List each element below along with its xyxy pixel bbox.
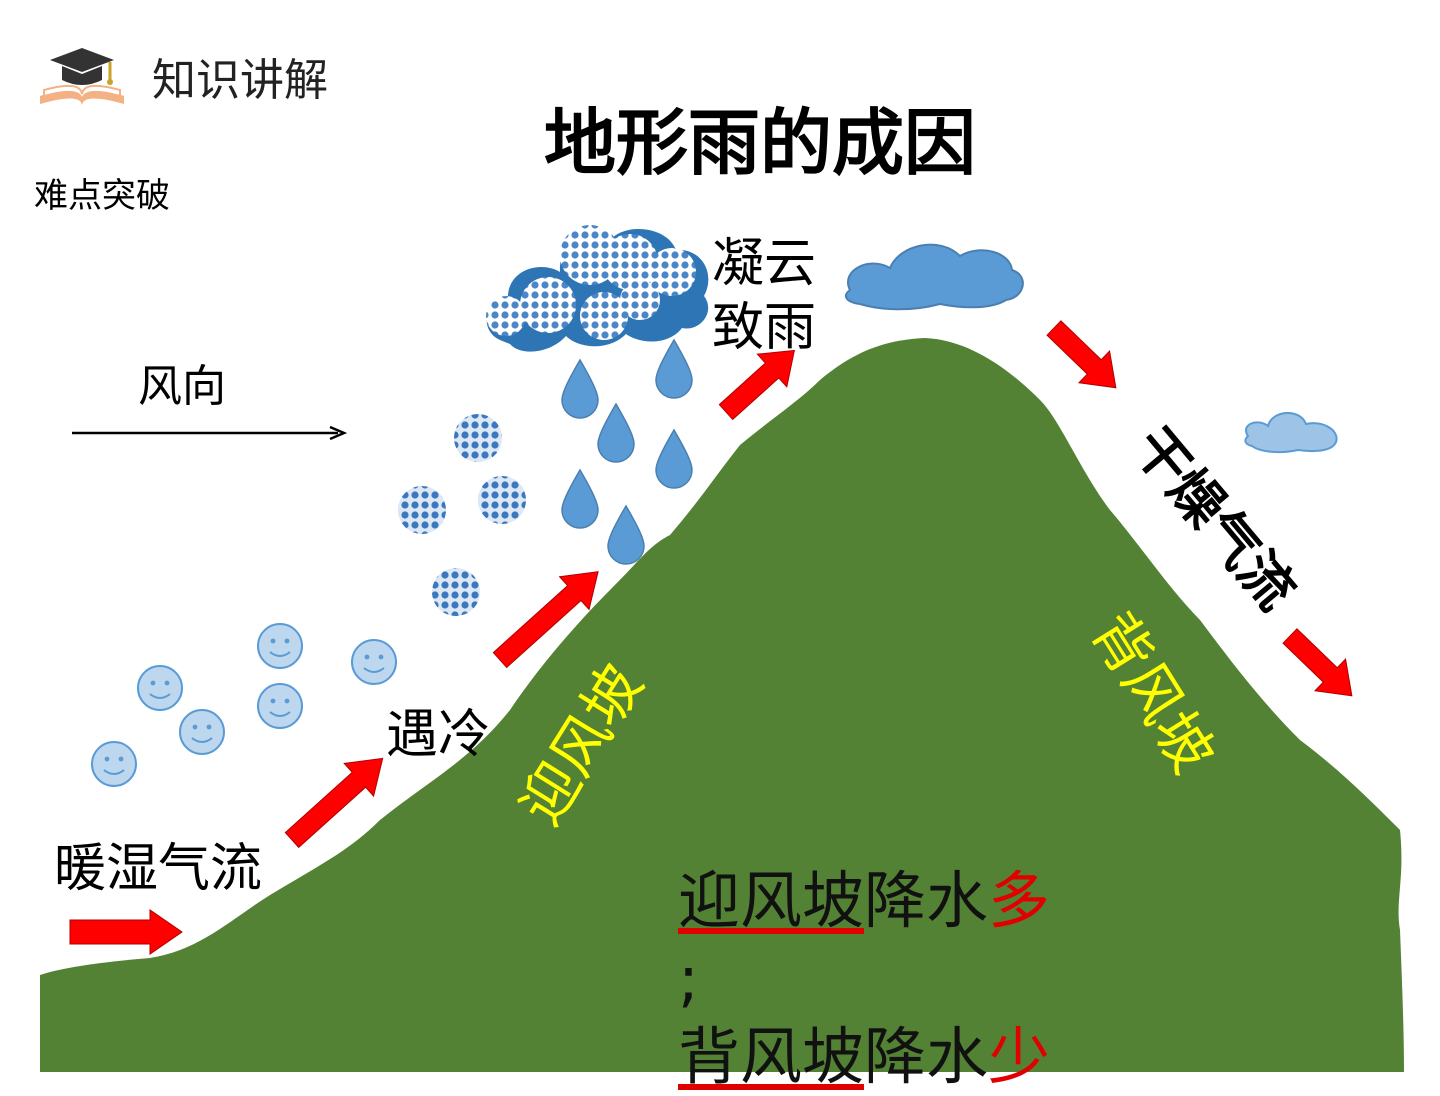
raindrop	[655, 338, 693, 399]
leeward-precip-text: 降水	[864, 1020, 989, 1093]
conclusion-leeward: 背风坡降水少	[678, 1018, 1098, 1096]
wind-direction-arrow	[72, 425, 348, 441]
windward-precip-text: 降水	[864, 864, 989, 937]
raindrop	[597, 402, 635, 463]
header-label: 知识讲解	[152, 55, 328, 106]
airflow-arrow-2	[284, 757, 384, 849]
page-title: 地形雨的成因	[543, 101, 976, 185]
cloud-large	[844, 243, 1024, 311]
raindrop	[561, 468, 599, 529]
water-vapor-face-icon	[91, 741, 137, 787]
windward-amount: 多	[988, 864, 1051, 937]
windward-term: 迎风坡	[678, 864, 865, 937]
raindrop	[655, 428, 693, 489]
cloud-small	[1244, 412, 1338, 454]
water-vapor-face-icon	[351, 639, 397, 685]
conclusion-windward: 迎风坡降水多	[678, 862, 1098, 940]
meet-cold-label: 遇冷	[386, 705, 491, 765]
rain-cloud-dots	[486, 225, 696, 340]
leeward-term: 背风坡	[678, 1020, 865, 1093]
graduation-cap-book-icon	[40, 48, 124, 106]
conclusion-text: 迎风坡降水多 ; 背风坡降水少	[678, 862, 1098, 1096]
raindrop	[561, 358, 599, 419]
condense-rain-label: 凝云 致雨	[712, 232, 832, 360]
condense-line-2: 致雨	[712, 298, 817, 358]
wind-direction-label: 风向	[138, 361, 226, 412]
airflow-arrow-1	[69, 909, 183, 955]
condensing-droplets	[398, 414, 526, 616]
warm-moist-flow-label: 暖湿气流	[54, 839, 263, 899]
subtitle: 难点突破	[34, 176, 170, 216]
airflow-arrow-5	[1046, 320, 1117, 389]
airflow-arrow-6	[1282, 628, 1353, 697]
water-vapor-face-icon	[257, 623, 303, 669]
water-vapor-face-icon	[137, 665, 183, 711]
water-vapor-face-icon	[179, 709, 225, 755]
raindrop	[607, 504, 645, 565]
leeward-amount: 少	[988, 1020, 1051, 1093]
airflow-arrow-4	[718, 349, 795, 421]
airflow-arrow-3	[492, 571, 599, 669]
condense-line-1: 凝云	[712, 234, 817, 294]
conclusion-separator: ;	[678, 942, 699, 1015]
water-vapor-face-icon	[257, 683, 303, 729]
mountain	[40, 338, 1404, 1072]
